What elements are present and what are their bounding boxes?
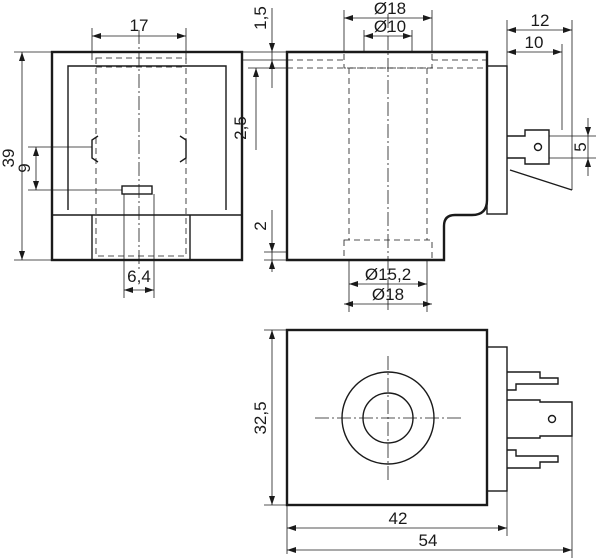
- bottom-dim-height: 32,5: [251, 401, 270, 434]
- front-dim-bottom: 6,4: [127, 267, 151, 286]
- side-dim-dia-bottom-outer: Ø18: [372, 285, 404, 304]
- side-dim-dia-inner-top: Ø10: [374, 17, 406, 36]
- side-dim-dia-outer-top: Ø18: [374, 0, 406, 18]
- front-inner-frame: [67, 65, 227, 210]
- front-dim-top: 17: [130, 16, 149, 35]
- bottom-dim-width-42: 42: [389, 509, 408, 528]
- side-dim-dia-bottom-inner: Ø15,2: [365, 265, 411, 284]
- side-tab: [486, 65, 508, 215]
- front-dim-height: 39: [0, 149, 18, 168]
- side-dim-right-10: 10: [525, 33, 544, 52]
- front-hidden-core: [95, 57, 187, 257]
- side-dim-right-12: 12: [531, 11, 550, 30]
- front-pin: [121, 185, 153, 195]
- side-body-outline: [285, 50, 489, 262]
- side-terminal-pin: [509, 169, 573, 191]
- bottom-tab: [486, 346, 508, 492]
- side-dim-top-gap: 1,5: [251, 6, 270, 30]
- side-dim-pin-5: 5: [571, 142, 590, 151]
- side-view: Ø18 Ø10 1,5 2,5 2 Ø15,2: [231, 0, 596, 312]
- side-dim-left-2: 2: [251, 221, 270, 230]
- front-view: 17 39 9 6,4: [0, 16, 244, 298]
- bottom-dim-width-54: 54: [419, 531, 438, 550]
- bottom-body-outline: [285, 328, 489, 507]
- side-terminal-hole: [533, 142, 543, 152]
- front-clip-left: [91, 135, 99, 163]
- bottom-terminal-top: [507, 371, 559, 391]
- bottom-terminal-middle: [507, 399, 573, 439]
- bottom-view: 32,5 42 54: [251, 328, 573, 558]
- front-clip-right: [179, 135, 187, 163]
- front-dim-pin-offset: 9: [15, 163, 34, 172]
- bottom-terminal-bottom: [507, 449, 559, 469]
- side-terminal: [507, 129, 550, 165]
- side-dim-left-25: 2,5: [231, 116, 250, 140]
- front-body-outline: [50, 50, 244, 262]
- bottom-terminal-hole: [547, 414, 557, 424]
